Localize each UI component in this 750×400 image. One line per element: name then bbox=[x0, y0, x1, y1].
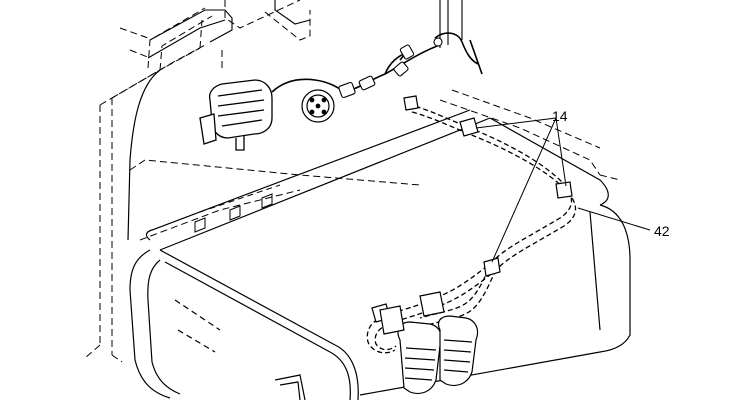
callout-14-label: 14 bbox=[552, 108, 568, 124]
round-connector bbox=[301, 89, 335, 123]
work-lamp bbox=[199, 79, 273, 151]
harness-clips bbox=[371, 95, 573, 323]
roof-panel bbox=[147, 0, 463, 59]
cab-frame-hidden-lines bbox=[84, 0, 621, 363]
callout-42-label: 42 bbox=[654, 223, 670, 239]
enclosure-body bbox=[127, 69, 631, 400]
pedal-assembly bbox=[379, 291, 479, 395]
cable-connectors bbox=[338, 37, 443, 99]
lamp-cable bbox=[271, 32, 483, 93]
hinge-brackets bbox=[194, 184, 281, 233]
leader-lines bbox=[475, 117, 651, 263]
